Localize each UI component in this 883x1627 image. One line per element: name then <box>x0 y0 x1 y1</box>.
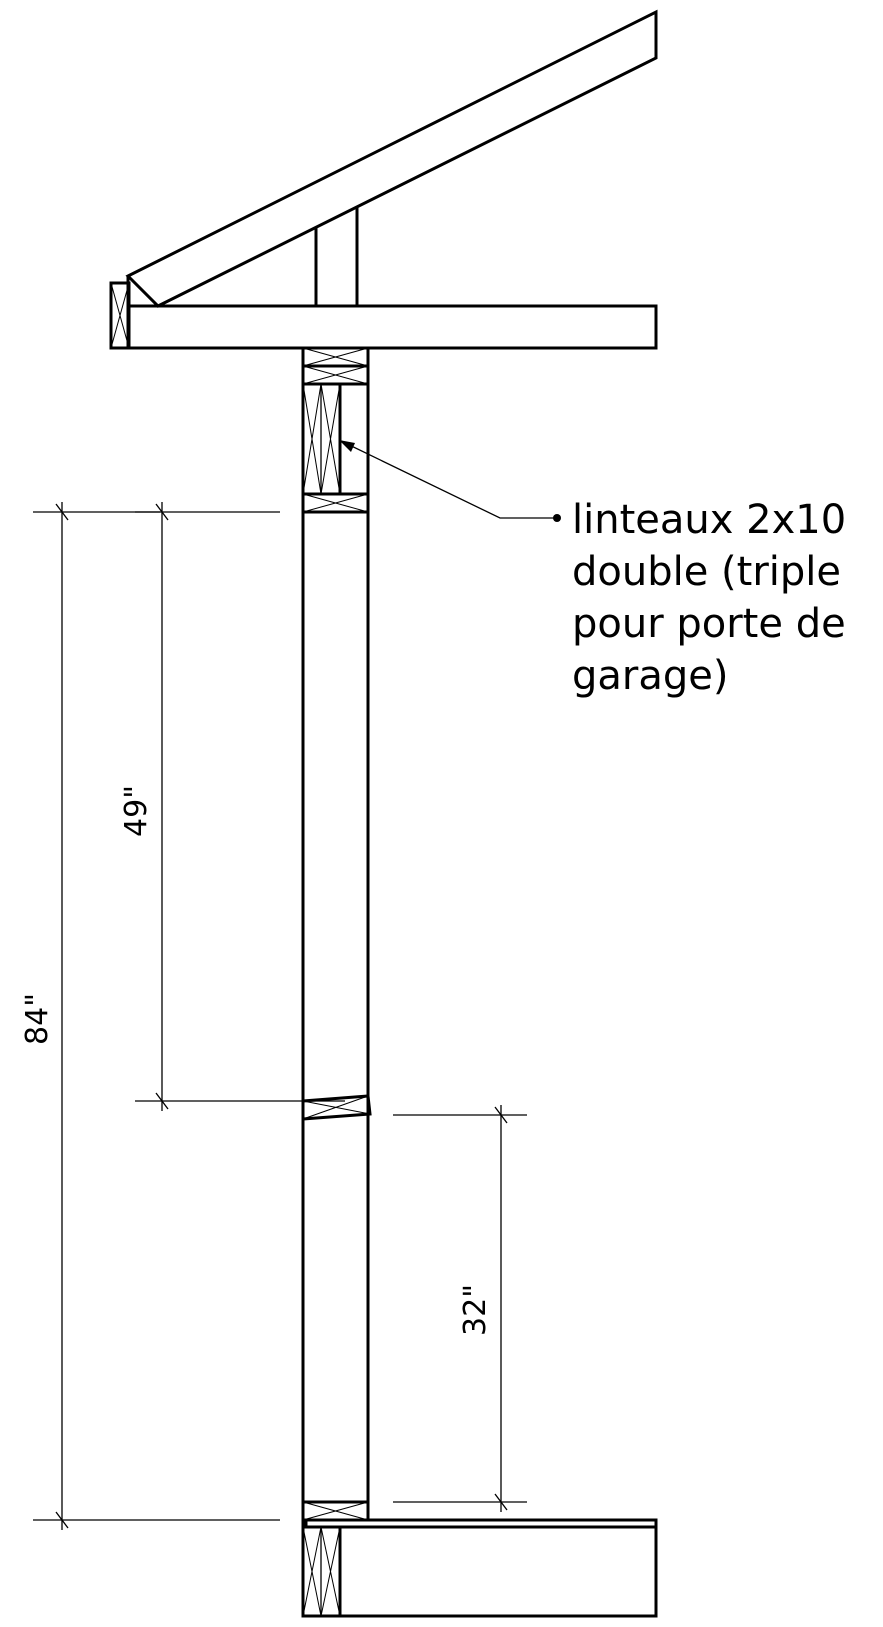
note-line-2: double (triple <box>572 549 841 595</box>
dimension-label-32: 32" <box>458 1284 493 1336</box>
leader-arrowhead <box>339 440 355 452</box>
bottom-plate <box>301 1500 370 1522</box>
dimension-label-49: 49" <box>119 785 154 837</box>
lintel-header <box>301 382 342 496</box>
floor-structure <box>301 1518 658 1618</box>
note-line-4: garage) <box>572 653 728 699</box>
roof-truss <box>109 9 658 350</box>
note-line-3: pour porte de <box>572 601 846 647</box>
window-sill <box>301 1094 372 1121</box>
header-bottom-plate <box>301 492 370 514</box>
rim-joist <box>301 1525 342 1618</box>
lintel-callout: linteaux 2x10 double (triple pour porte … <box>338 439 846 699</box>
note-line-1: linteaux 2x10 <box>572 497 846 543</box>
rim-joist-area <box>301 1525 658 1618</box>
dimension-lower-height: 32" <box>393 1105 527 1512</box>
fascia-board <box>109 281 131 350</box>
truss-bottom-chord <box>126 304 658 350</box>
truss-top-chord <box>125 9 658 308</box>
wall-framing <box>301 346 372 1616</box>
dimension-upper-height: 49" <box>119 502 345 1111</box>
dimension-label-84: 84" <box>20 993 55 1045</box>
leader-line <box>338 439 557 519</box>
dimension-total-height: 84" <box>20 502 280 1530</box>
leader-dot <box>553 514 561 522</box>
truss-web <box>314 207 359 307</box>
top-plate-upper <box>301 346 370 368</box>
top-plate-lower <box>301 364 370 386</box>
